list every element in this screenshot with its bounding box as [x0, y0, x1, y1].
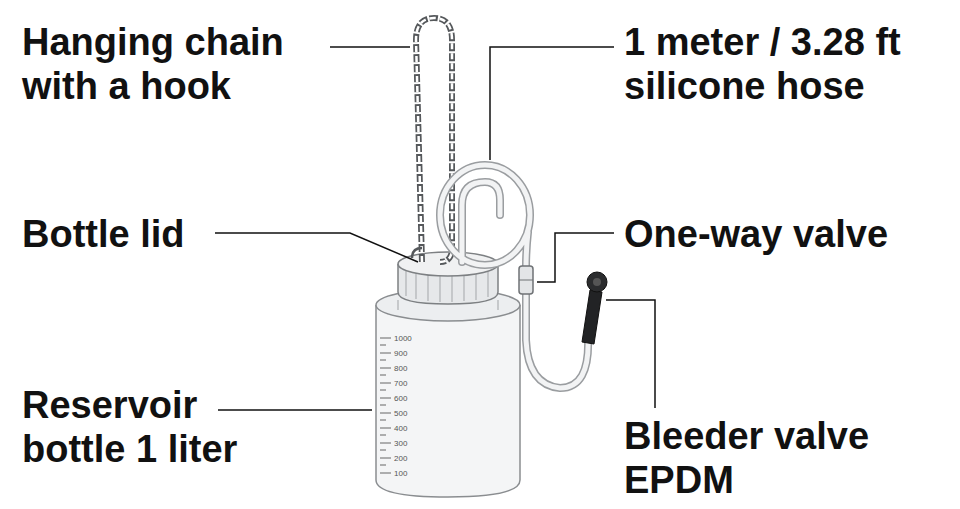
- scale-number: 800: [394, 364, 407, 373]
- scale-number: 700: [394, 379, 407, 388]
- scale-number: 200: [394, 454, 407, 463]
- one-way-valve: [519, 266, 533, 294]
- scale-number: 900: [394, 349, 407, 358]
- scale-number: 1000: [394, 334, 412, 343]
- chain-links: [416, 18, 452, 262]
- scale-number: 500: [394, 409, 407, 418]
- scale-number: 600: [394, 394, 407, 403]
- valve-seam: [519, 280, 533, 281]
- bleeder-hole: [593, 278, 601, 286]
- scale-number: 400: [394, 424, 407, 433]
- bleeder-valve: [582, 290, 602, 344]
- chain-hook: [412, 248, 422, 258]
- part-label: Bottle lid: [22, 212, 322, 256]
- hanging-chain: [416, 18, 452, 262]
- scale-number: 100: [394, 469, 407, 478]
- graduation-ticks: [380, 338, 391, 473]
- part-label: Bleeder valve EPDM: [624, 414, 924, 502]
- reservoir-bottle: [376, 305, 520, 497]
- part-label: Hanging chain with a hook: [22, 20, 322, 108]
- bleeder-knob: [587, 272, 607, 292]
- leader-lines: [215, 47, 655, 410]
- scale-number: 300: [394, 439, 407, 448]
- part-label: Reservoir bottle 1 liter: [22, 383, 262, 471]
- part-label: 1 meter / 3.28 ft silicone hose: [624, 20, 924, 108]
- part-label: One-way valve: [624, 212, 944, 256]
- silicone-hose: [440, 165, 588, 388]
